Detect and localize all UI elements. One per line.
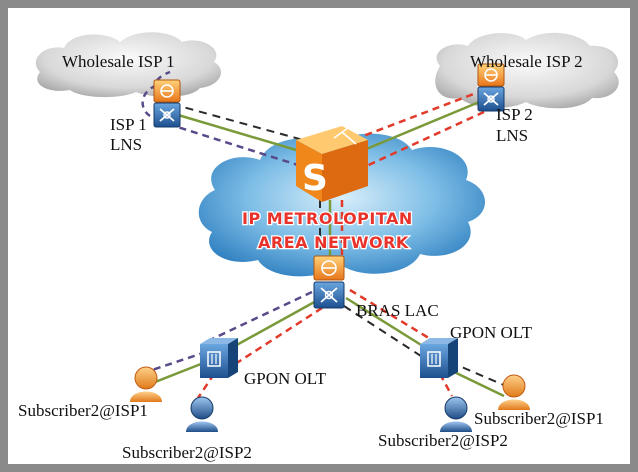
isp1-lns-label-line2: LNS — [110, 135, 142, 154]
link-purple-isp1-core — [167, 122, 321, 174]
link-green-bras-olt-left — [223, 298, 319, 354]
isp1-lns-label-line1: ISP 1 — [110, 115, 147, 134]
bras-router-icon — [313, 255, 345, 309]
link-green-olt-right-sub1 — [449, 368, 505, 398]
link-dash-olt-right-sub1 — [449, 361, 507, 387]
subscriber-left-isp1-label: Subscriber2@ISP1 — [18, 401, 148, 420]
isp2-lns-label-line2: LNS — [496, 126, 528, 145]
isp1-lns-router-icon — [153, 79, 181, 128]
subscriber-right-isp2-icon — [440, 396, 472, 432]
link-green-isp2-core — [363, 98, 485, 152]
gpon-olt-right-label: GPON OLT — [450, 323, 533, 342]
link-green-olt-left-sub1 — [149, 360, 207, 386]
link-dash-bras-olt-right — [343, 305, 425, 359]
subscriber-left-isp1-icon — [130, 366, 162, 402]
link-purple-bras-olt-left — [209, 290, 313, 342]
isp1-cloud-label: Wholesale ISP 1 — [62, 52, 175, 71]
link-green-bras-olt-right — [345, 296, 427, 350]
subscriber-right-isp1-label: Subscriber2@ISP1 — [474, 409, 604, 428]
bras-label: BRAS LAC — [356, 301, 439, 320]
gpon-olt-right-icon — [420, 338, 458, 378]
subscriber-left-isp2-icon — [186, 396, 218, 432]
isp2-lns-router-icon — [477, 63, 505, 112]
subscriber-right-isp1-icon — [498, 374, 530, 410]
core-network-title-line1: IP METROLOPITAN — [242, 209, 413, 228]
subscriber-left-isp2-label: Subscriber2@ISP2 — [122, 443, 252, 462]
link-purple-olt-left-sub1 — [145, 350, 207, 374]
isp2-lns-label-line1: ISP 2 — [496, 105, 533, 124]
link-red-bras-olt-left — [231, 306, 323, 368]
core-switch-icon: S — [296, 126, 368, 202]
core-network-title-line2: AREA NETWORK — [258, 233, 409, 252]
link-red-isp2-core-a — [357, 88, 485, 140]
subscriber-right-isp2-label: Subscriber2@ISP2 — [378, 431, 508, 450]
svg-text:S: S — [302, 158, 328, 199]
link-red-isp2-core-b — [361, 110, 485, 170]
isp2-cloud-label: Wholesale ISP 2 — [470, 52, 583, 71]
link-red-bras-olt-right — [349, 288, 433, 342]
gpon-olt-left-icon — [200, 338, 238, 378]
gpon-olt-left-label: GPON OLT — [244, 369, 327, 388]
